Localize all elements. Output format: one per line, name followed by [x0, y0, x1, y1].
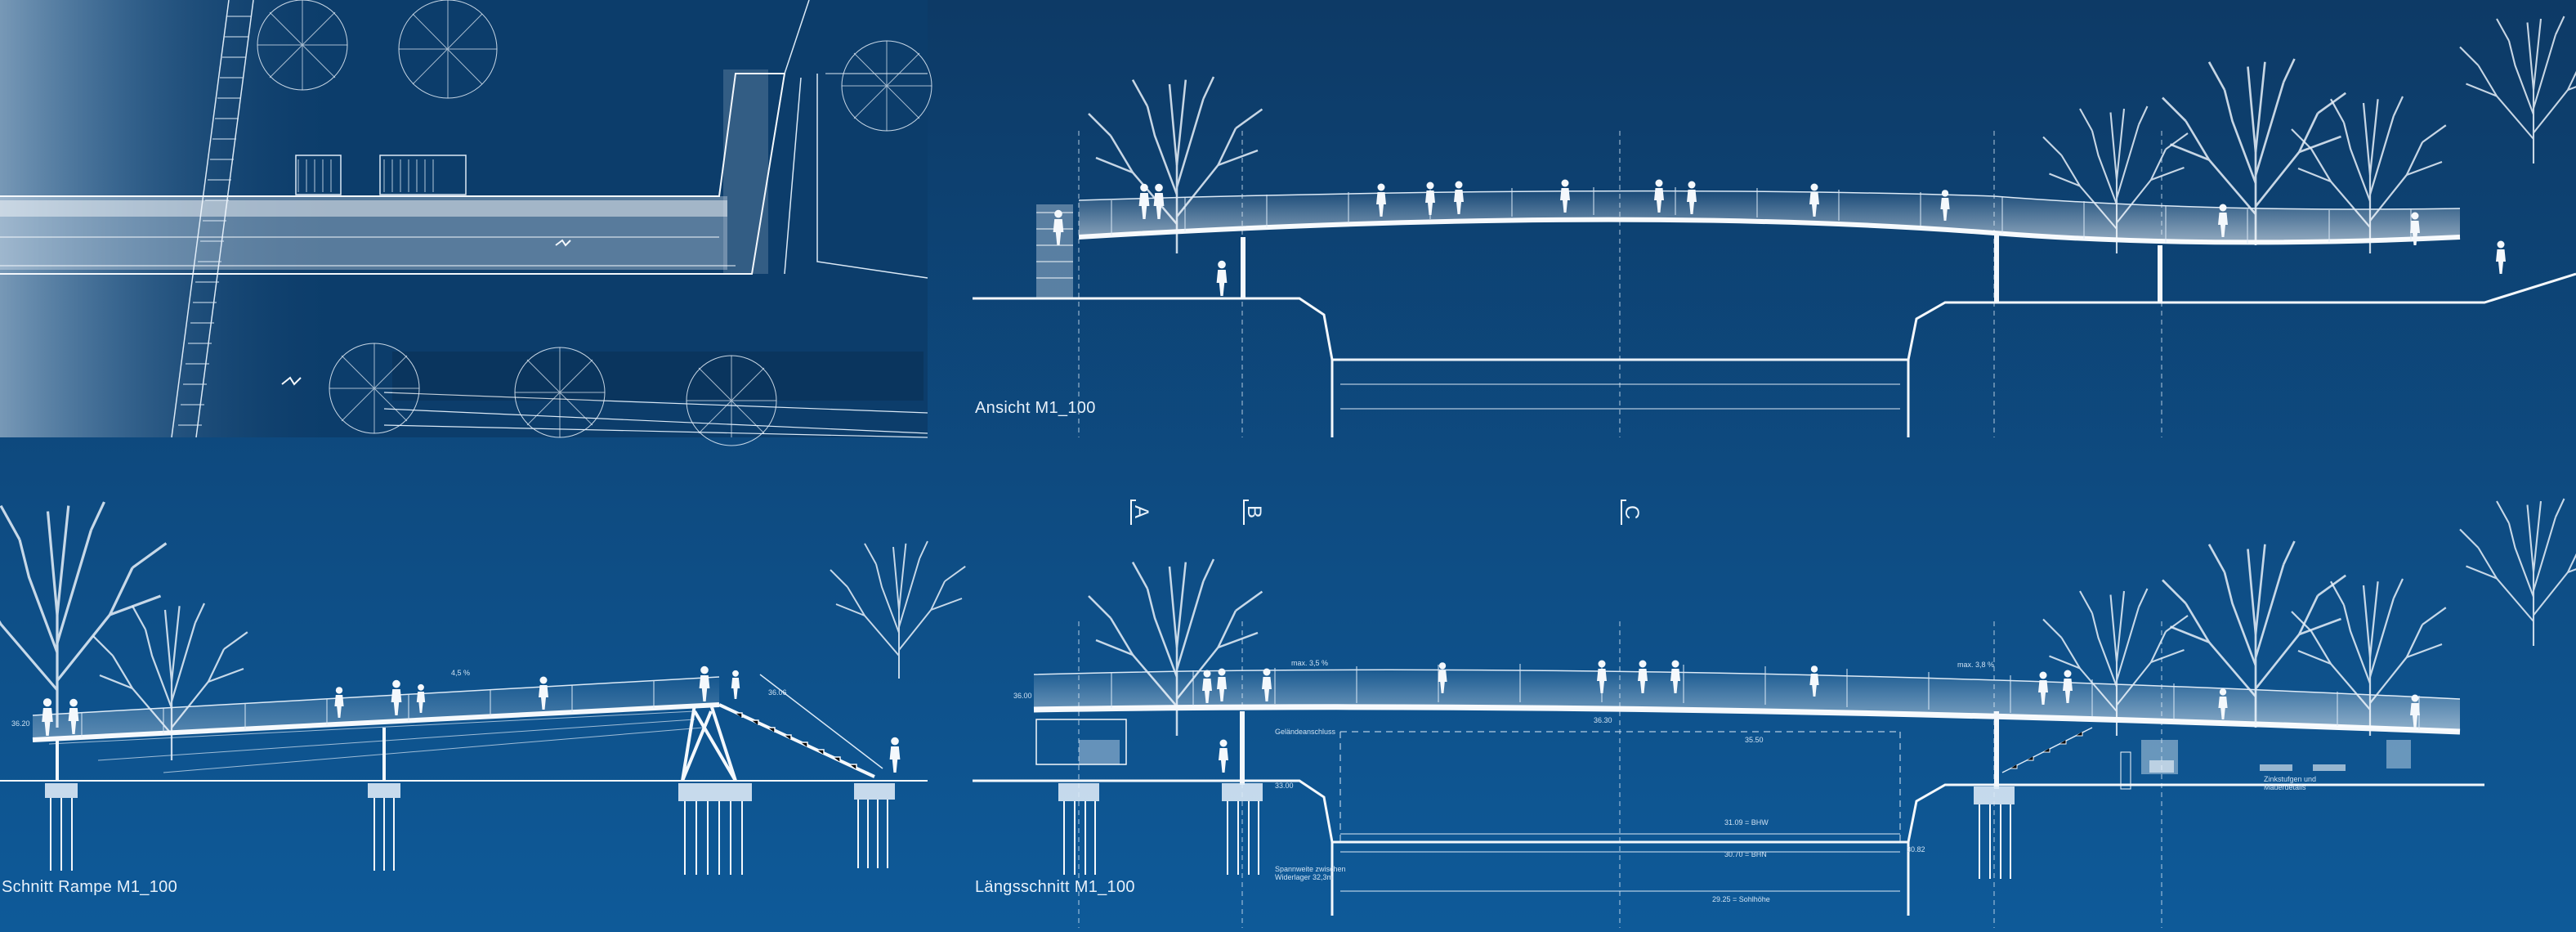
ramp-section-caption: Schnitt Rampe M1_100: [2, 878, 178, 896]
long-water-3: 29.25 = Sohlhöhe: [1712, 895, 1770, 903]
ramp-right-level: 36.06: [768, 688, 787, 697]
long-note-right: Zinkstufgen und Mauerdetails: [2264, 775, 2317, 791]
long-deck-label: 35.50: [1745, 736, 1764, 744]
long-water-1: 31.09 = BHW: [1724, 818, 1769, 827]
long-water-2: 30.70 = BHN: [1724, 850, 1767, 858]
ramp-left-level: 36.20: [11, 719, 30, 728]
ramp-slope-label: 4,5 %: [451, 669, 471, 677]
long-low-right: 30.82: [1907, 845, 1925, 854]
long-left-level: 36.00: [1013, 692, 1032, 700]
long-mid-level: 36.30: [1594, 716, 1612, 724]
long-note-left: Spannweite zwischen Widerlager 32,3m: [1275, 865, 1346, 881]
long-slope-left: max. 3,5 %: [1291, 659, 1329, 667]
long-section-panel: [973, 497, 2576, 928]
plan-panel: [0, 0, 932, 446]
long-slope-right: max. 3,8 %: [1957, 661, 1995, 669]
elevation-caption: Ansicht M1_100: [975, 399, 1096, 417]
long-section-caption: Längsschnitt M1_100: [975, 878, 1135, 896]
section-marker-b: B: [1243, 505, 1265, 519]
elevation-panel: [973, 15, 2576, 437]
section-marker-a: A: [1130, 505, 1152, 519]
long-note-under: Geländeanschluss: [1275, 728, 1336, 736]
section-marker-c: C: [1621, 505, 1643, 520]
long-low-left: 33.00: [1275, 782, 1294, 790]
ramp-section-panel: [0, 500, 967, 875]
